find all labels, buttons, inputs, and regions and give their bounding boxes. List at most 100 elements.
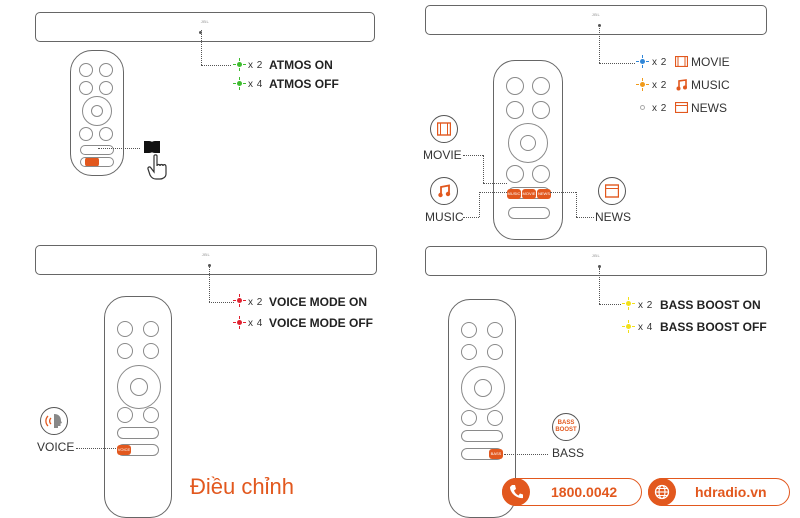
voice-button[interactable]: VOICE xyxy=(117,445,131,455)
remote-control xyxy=(70,50,124,176)
led-glow-ray xyxy=(642,101,643,104)
led-glow-ray xyxy=(239,304,240,307)
bass-on-label: BASS BOOST ON xyxy=(660,298,761,312)
white-led-icon xyxy=(636,101,649,114)
music-button[interactable]: MUSIC xyxy=(507,189,521,199)
movie-button[interactable]: MOVIE xyxy=(522,189,536,199)
mute-button[interactable] xyxy=(143,343,159,359)
led-glow-ray xyxy=(233,64,236,65)
speaking-head-icon xyxy=(45,414,62,428)
voice-panel: JBL x 2 VOICE MODE ON x 4 VOICE MODE OFF… xyxy=(0,245,400,518)
vol-down-button[interactable] xyxy=(117,407,133,423)
music-callout-icon xyxy=(430,177,458,205)
blink-count: x 2 xyxy=(248,297,263,308)
mute-button[interactable] xyxy=(487,344,503,360)
dpad[interactable] xyxy=(82,96,112,126)
led-glow-ray xyxy=(622,303,625,304)
bass-off-label: BASS BOOST OFF xyxy=(660,320,767,334)
mode-pill[interactable] xyxy=(80,145,114,155)
dpad-center[interactable] xyxy=(474,379,492,397)
led-glow-ray xyxy=(243,322,246,323)
vol-up-button[interactable] xyxy=(487,410,503,426)
bass-boost-icon-text: BASS xyxy=(557,420,575,426)
soundbar-led xyxy=(208,264,211,267)
dpad-center[interactable] xyxy=(130,378,148,396)
bass-boost-callout-icon: BASS BOOST xyxy=(552,413,580,441)
led-glow-ray xyxy=(646,84,649,85)
blink-count: x 2 xyxy=(248,60,263,71)
vol-down-button[interactable] xyxy=(79,127,93,141)
soundbar: JBL xyxy=(425,5,767,35)
led-glow-ray xyxy=(632,326,635,327)
bass-button[interactable]: BASS xyxy=(489,449,503,459)
dpad-center[interactable] xyxy=(520,135,536,151)
led-glow-ray xyxy=(622,326,625,327)
dpad[interactable] xyxy=(117,365,161,409)
voice-on-label: VOICE MODE ON xyxy=(269,295,368,309)
power-button[interactable] xyxy=(79,63,93,77)
mode-pill[interactable] xyxy=(461,430,503,442)
music-callout: MUSIC xyxy=(425,210,464,224)
input-button[interactable] xyxy=(117,343,133,359)
bottom-pill[interactable] xyxy=(80,157,114,167)
atmos-button[interactable] xyxy=(85,157,99,167)
bluetooth-button[interactable] xyxy=(532,77,550,95)
dolby-atmos-icon xyxy=(144,141,160,153)
website-link[interactable]: hdradio.vn xyxy=(648,478,790,506)
news-button[interactable]: NEWS xyxy=(537,189,551,199)
power-button[interactable] xyxy=(506,77,524,95)
led-glow-ray xyxy=(646,107,649,108)
input-button[interactable] xyxy=(461,344,477,360)
vol-down-button[interactable] xyxy=(506,165,524,183)
soundbar-logo: JBL xyxy=(591,253,601,258)
mode-pill[interactable] xyxy=(117,427,159,439)
soundbar: JBL xyxy=(35,12,375,42)
dpad[interactable] xyxy=(508,123,548,163)
led-glow-ray xyxy=(632,303,635,304)
soundbar-logo: JBL xyxy=(200,19,210,24)
green-led-icon xyxy=(233,58,246,71)
led-glow-ray xyxy=(642,65,643,68)
website-url: hdradio.vn xyxy=(695,484,767,500)
red-led-icon xyxy=(233,294,246,307)
bluetooth-button[interactable] xyxy=(487,322,503,338)
soundbar-logo: JBL xyxy=(591,12,601,17)
bass-pill[interactable] xyxy=(508,207,550,219)
led-glow-ray xyxy=(233,322,236,323)
led-glow-ray xyxy=(243,300,246,301)
power-button[interactable] xyxy=(461,322,477,338)
hand-pointer-icon xyxy=(147,154,167,180)
soundbar-logo: JBL xyxy=(201,252,211,257)
led-glow-ray xyxy=(646,61,649,62)
news-window-icon xyxy=(605,184,619,198)
red-led-icon xyxy=(233,316,246,329)
led-glow-ray xyxy=(239,58,240,61)
led-glow-ray xyxy=(239,294,240,297)
mute-button[interactable] xyxy=(532,101,550,119)
bluetooth-button[interactable] xyxy=(143,321,159,337)
dpad-center[interactable] xyxy=(91,105,103,117)
sound-mode-panel: JBL x 2 MOVIE x 2 MUSIC x 2 NEWS MUSIC M… xyxy=(400,0,800,259)
vol-down-button[interactable] xyxy=(461,410,477,426)
led-glow-ray xyxy=(642,111,643,114)
remote-control: MUSIC MOVIE NEWS xyxy=(493,60,563,240)
input-button[interactable] xyxy=(506,101,524,119)
bass-boost-icon-text: BOOST xyxy=(555,427,577,433)
voice-callout: VOICE xyxy=(37,440,75,454)
vol-up-button[interactable] xyxy=(99,127,113,141)
atmos-panel: JBL x 2 ATMOS ON x 4 ATMOS OFF xyxy=(0,0,400,259)
led-glow-ray xyxy=(628,330,629,333)
dpad[interactable] xyxy=(461,366,505,410)
atmos-on-label: ATMOS ON xyxy=(269,58,333,72)
mute-button[interactable] xyxy=(99,81,113,95)
blink-count: x 4 xyxy=(638,322,653,333)
phone-button[interactable]: 1800.0042 xyxy=(502,478,642,506)
led-glow-ray xyxy=(233,300,236,301)
blink-count: x 2 xyxy=(652,80,667,91)
bluetooth-button[interactable] xyxy=(99,63,113,77)
news-label: NEWS xyxy=(691,101,727,115)
vol-up-button[interactable] xyxy=(143,407,159,423)
vol-up-button[interactable] xyxy=(532,165,550,183)
power-button[interactable] xyxy=(117,321,133,337)
input-button[interactable] xyxy=(79,81,93,95)
